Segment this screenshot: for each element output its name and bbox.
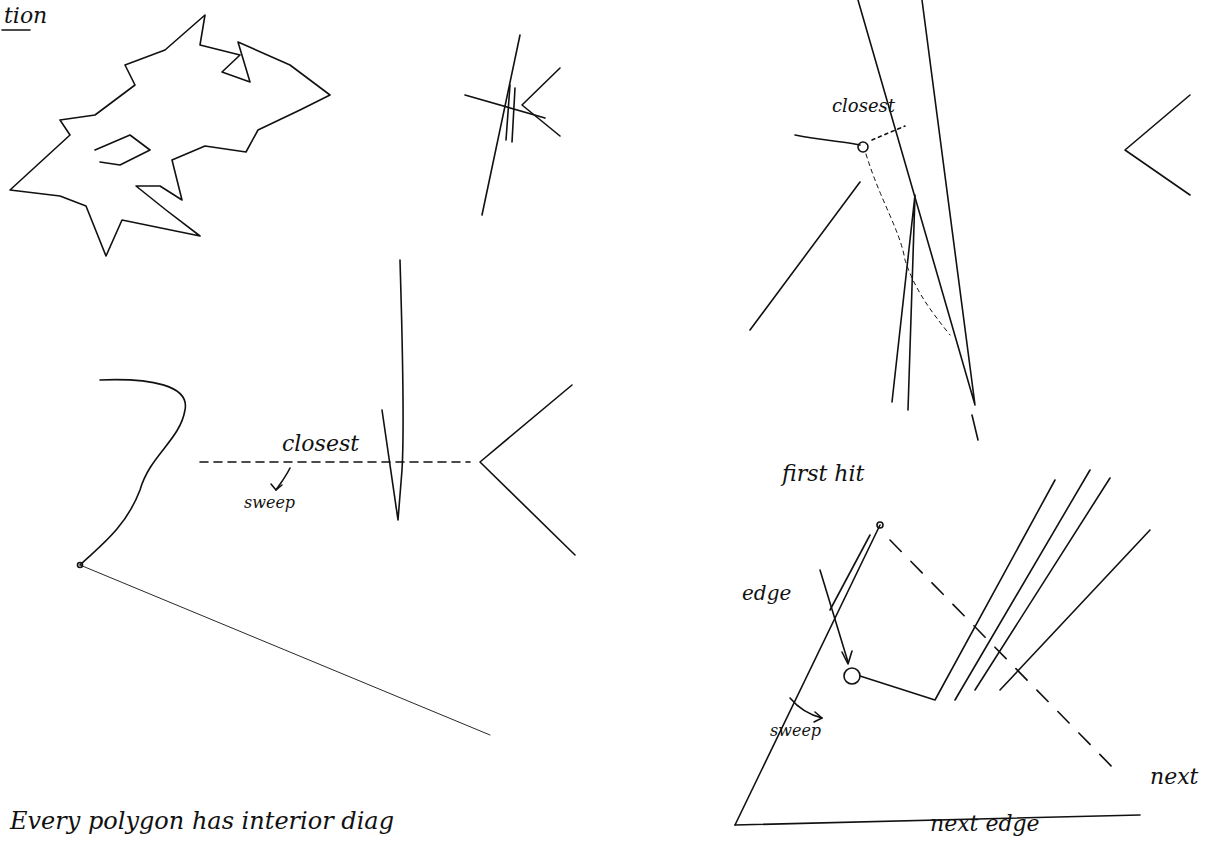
star-sketch xyxy=(465,35,560,215)
note-text: Every polygon has interior diag xyxy=(10,808,394,834)
callout-text: sweep xyxy=(770,722,821,740)
callout-text: first hit xyxy=(782,462,864,486)
first-hit-figure xyxy=(735,470,1150,825)
callout-text: edge xyxy=(742,582,791,604)
underline xyxy=(2,29,30,31)
polygon-sketch xyxy=(10,15,330,256)
callout-text: closest xyxy=(282,432,359,456)
closest-sweep-figure xyxy=(78,260,576,735)
callout-text: sweep xyxy=(244,494,295,512)
callout-text: next xyxy=(1150,765,1198,789)
callout-text: next edge xyxy=(930,812,1040,836)
callout-text: closest xyxy=(832,96,895,116)
closest-spike-figure xyxy=(750,0,1190,440)
heading-fragment: tion xyxy=(4,4,47,28)
